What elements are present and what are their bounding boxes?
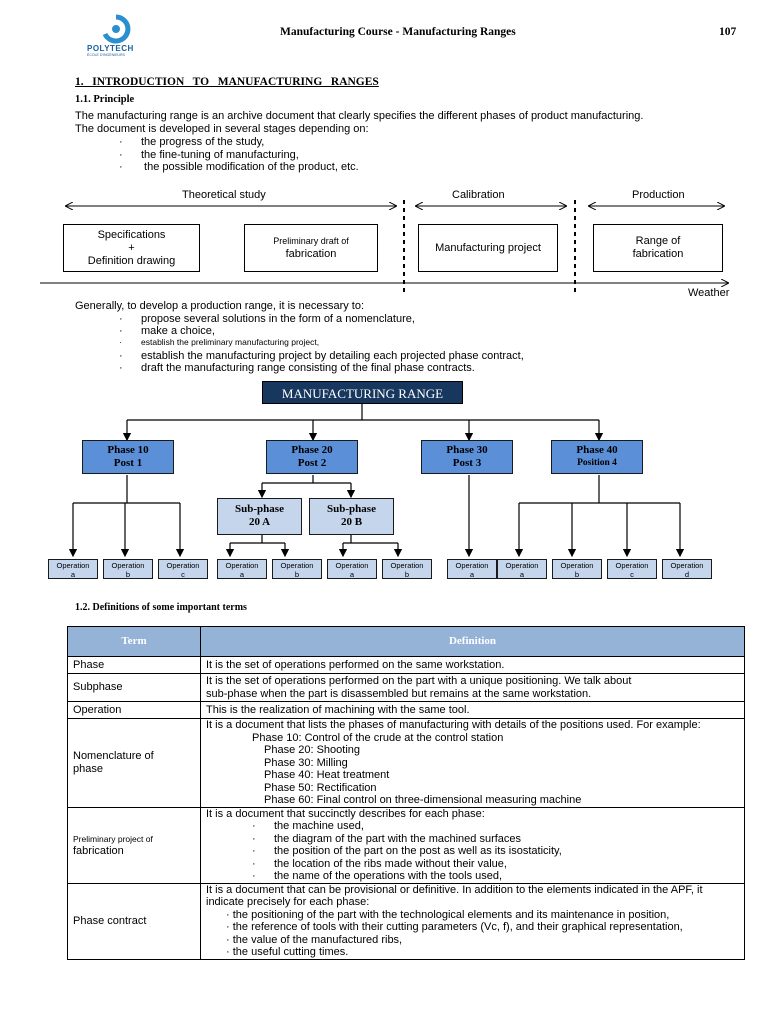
list-item: Phase 50: Rectification bbox=[264, 781, 377, 794]
tree-root: MANUFACTURING RANGE bbox=[262, 381, 463, 404]
term-cell: Phase contract bbox=[67, 882, 201, 960]
polytech-logo-icon bbox=[102, 14, 131, 44]
list-item: Phase 10: Control of the crude at the co… bbox=[252, 731, 504, 744]
list-item: Phase 40: Heat treatment bbox=[264, 769, 390, 781]
bullet-item: ·propose several solutions in the form o… bbox=[119, 313, 415, 325]
list-item: Phase 60: Final control on three-dimensi… bbox=[264, 794, 582, 806]
definitions-table: Term Definition Phase It is the set of o… bbox=[67, 626, 745, 960]
list-item: · the positioning of the part with the t… bbox=[226, 908, 670, 921]
list-item: Phase 30: Milling bbox=[264, 756, 348, 769]
column-header-term: Term bbox=[67, 626, 201, 657]
definition-cell: It is the set of operations performed on… bbox=[200, 673, 745, 702]
page-title: Manufacturing Course - Manufacturing Ran… bbox=[280, 26, 516, 38]
table-row: Phase It is the set of operations perfor… bbox=[67, 656, 745, 674]
time-axis-label: Weather bbox=[688, 287, 730, 299]
term-cell: Operation bbox=[67, 701, 201, 719]
list-item: ·the location of the ribs made without t… bbox=[252, 857, 507, 870]
bullet-item: ·establish the preliminary manufacturing… bbox=[119, 337, 320, 347]
table-row: Operation This is the realization of mac… bbox=[67, 701, 745, 719]
paragraph: The document is developed in several sta… bbox=[75, 123, 369, 135]
list-item: · the value of the manufactured ribs, bbox=[226, 933, 403, 946]
phase-label-production: Production bbox=[632, 189, 685, 201]
page-number: 107 bbox=[719, 26, 737, 38]
bullet-item: ·make a choice, bbox=[119, 325, 215, 337]
table-row: Subphase It is the set of operations per… bbox=[67, 673, 745, 702]
logo-tagline: ÉCOLE D'INGÉNIEURS bbox=[87, 53, 125, 57]
paragraph: The manufacturing range is an archive do… bbox=[75, 110, 644, 122]
list-item: · the reference of tools with their cutt… bbox=[226, 921, 683, 933]
list-item: ·the machine used, bbox=[252, 820, 364, 832]
subsection-heading: 1.2. Definitions of some important terms bbox=[75, 602, 247, 613]
subsection-heading: 1.1. Principle bbox=[75, 94, 135, 105]
phase-label-theoretical: Theoretical study bbox=[182, 189, 266, 201]
timeline-box-manufacturing-project: Manufacturing project bbox=[418, 224, 558, 272]
term-cell: Phase bbox=[67, 656, 201, 674]
definition-cell: It is a document that lists the phases o… bbox=[200, 718, 745, 808]
timeline-diagram bbox=[40, 200, 768, 292]
bullet-item: · the possible modification of the produ… bbox=[119, 161, 359, 173]
paragraph: Generally, to develop a production range… bbox=[75, 300, 365, 312]
bullet-item: ·the progress of the study, bbox=[119, 136, 265, 148]
bullet-item: ·the fine-tuning of manufacturing, bbox=[119, 149, 299, 161]
phase-label-calibration: Calibration bbox=[452, 189, 505, 201]
section-heading: 1. INTRODUCTION TO MANUFACTURING RANGES bbox=[75, 76, 379, 88]
bullet-item: ·establish the manufacturing project by … bbox=[119, 350, 524, 362]
list-item: ·the name of the operations with the too… bbox=[252, 870, 503, 882]
table-row: Phase contract It is a document that can… bbox=[67, 882, 745, 960]
term-cell: Subphase bbox=[67, 673, 201, 702]
bullet-item: ·draft the manufacturing range consistin… bbox=[119, 362, 475, 374]
list-item: · the useful cutting times. bbox=[226, 946, 349, 958]
list-item: ·the diagram of the part with the machin… bbox=[252, 832, 522, 845]
logo-text: POLYTECH bbox=[87, 44, 134, 53]
list-item: ·the position of the part on the post as… bbox=[252, 845, 562, 857]
timeline-box-specifications: Specifications+Definition drawing bbox=[63, 224, 200, 272]
definition-cell: It is a document that can be provisional… bbox=[200, 882, 745, 960]
definition-cell: It is a document that succinctly describ… bbox=[200, 806, 745, 884]
column-header-definition: Definition bbox=[200, 626, 745, 657]
table-header-row: Term Definition bbox=[67, 626, 745, 657]
definition-cell: It is the set of operations performed on… bbox=[200, 656, 745, 674]
definition-cell: This is the realization of machining wit… bbox=[200, 701, 745, 719]
tree-connectors bbox=[68, 404, 685, 558]
list-item: Phase 20: Shooting bbox=[264, 744, 361, 756]
